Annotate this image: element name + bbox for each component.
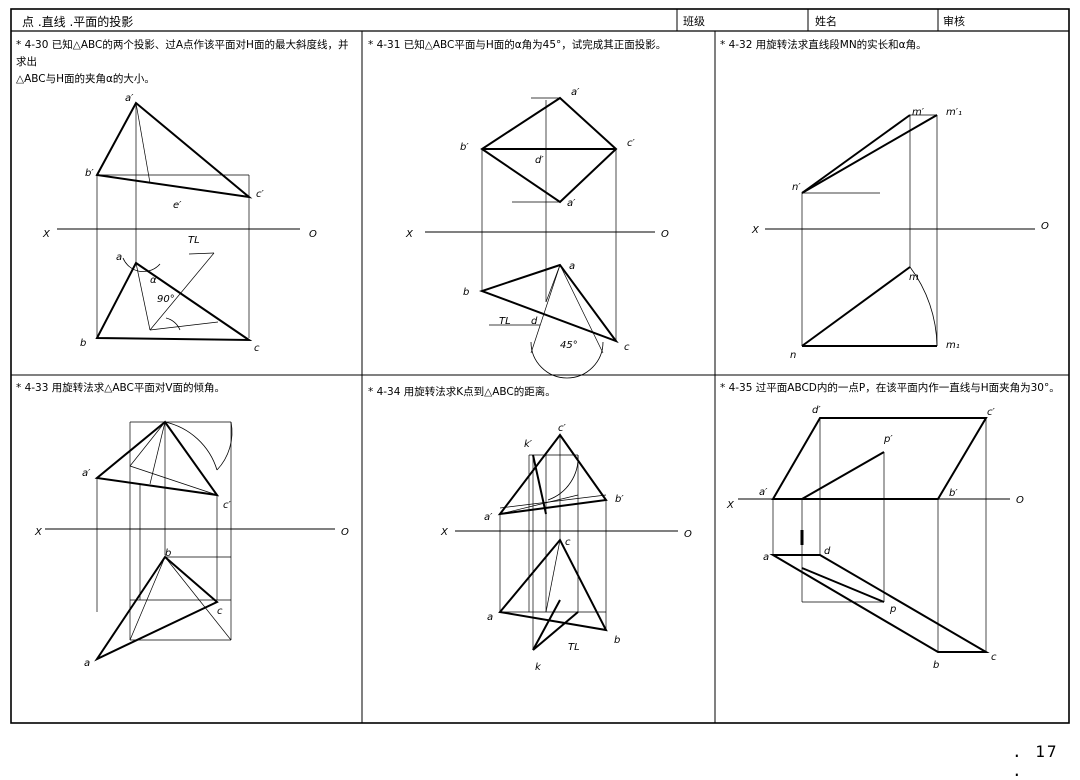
label-a-prime: a′	[571, 87, 580, 98]
label-b: b	[463, 287, 469, 298]
label-x-axis: X	[34, 527, 43, 538]
label-p: p	[889, 604, 896, 615]
label-o-axis: O	[341, 527, 349, 538]
label-n-prime: n′	[792, 182, 801, 193]
label-c-prime: c′	[256, 189, 264, 200]
label-a-prime: a′	[125, 93, 134, 104]
label-b-prime: b′	[615, 494, 624, 505]
label-c-prime: c′	[627, 138, 635, 149]
caption-4-30-line2: △ABC与H面的夹角α的大小。	[16, 73, 155, 85]
label-p-prime: p′	[883, 434, 893, 445]
drawing-4-31	[425, 96, 655, 379]
label-n: n	[790, 350, 796, 361]
drawing-4-35	[738, 417, 1010, 653]
caption-4-30: * 4-30 已知△ABC的两个投影、过A点作该平面对H面的最大斜度线，并求出 …	[16, 37, 356, 88]
label-90-degrees: 90°	[157, 294, 175, 305]
caption-4-35: * 4-35 过平面ABCD内的一点P，在该平面内作一直线与H面夹角为30°。	[720, 382, 1060, 394]
label-b: b	[614, 635, 620, 646]
label-b-prime: b′	[85, 168, 94, 179]
label-e-prime: e′	[173, 200, 182, 211]
caption-4-34: * 4-34 用旋转法求K点到△ABC的距离。	[368, 386, 556, 398]
review-label: 审核	[943, 15, 965, 28]
caption-4-30-line1: * 4-30 已知△ABC的两个投影、过A点作该平面对H面的最大斜度线，并求出	[16, 39, 349, 68]
label-tl: TL	[188, 235, 200, 246]
label-d-prime: d′	[535, 155, 544, 166]
page-number: . 17 .	[1012, 742, 1059, 780]
label-c-prime: c′	[558, 423, 566, 434]
label-o-axis: O	[661, 229, 669, 240]
label-m1-prime: m′₁	[946, 107, 962, 118]
label-a: a	[487, 612, 493, 623]
drawing-4-33	[45, 420, 335, 662]
label-c: c	[254, 343, 260, 354]
label-a: a	[84, 658, 90, 669]
label-k: k	[535, 662, 542, 673]
label-d-prime: d′	[812, 405, 821, 416]
label-b: b	[80, 338, 86, 349]
caption-4-33: * 4-33 用旋转法求△ABC平面对V面的倾角。	[16, 382, 226, 394]
label-o-axis: O	[684, 529, 692, 540]
label-m: m	[909, 272, 919, 283]
sheet-title: 点 .直线 .平面的投影	[22, 15, 134, 29]
label-c: c	[991, 652, 997, 663]
label-x-axis: X	[440, 527, 449, 538]
label-alpha: α	[150, 275, 157, 286]
label-k-prime: k′	[524, 439, 533, 450]
label-a-prime: a′	[759, 487, 768, 498]
label-x-axis: X	[405, 229, 414, 240]
label-b-prime: b′	[460, 142, 469, 153]
name-label: 姓名	[815, 15, 837, 28]
label-m-prime: m′	[912, 107, 925, 118]
label-o-axis: O	[309, 229, 317, 240]
label-a-prime: a′	[82, 468, 91, 479]
label-b-prime: b′	[949, 488, 958, 499]
label-c-prime: c′	[987, 407, 995, 418]
label-a: a	[569, 261, 575, 272]
label-d: d	[531, 316, 538, 327]
label-a-prime-2: a′	[567, 198, 576, 209]
label-a: a	[763, 552, 769, 563]
label-c-prime: c′	[223, 500, 231, 511]
label-d: d	[824, 546, 831, 557]
drawing-4-30	[57, 101, 300, 342]
label-tl: TL	[568, 642, 580, 653]
caption-4-31: * 4-31 已知△ABC平面与H面的α角为45°，试完成其正面投影。	[368, 39, 667, 51]
label-c: c	[217, 606, 223, 617]
label-o-axis: O	[1041, 221, 1049, 232]
sheet-frame	[10, 8, 1070, 724]
caption-4-32: * 4-32 用旋转法求直线段MN的实长和α角。	[720, 39, 927, 51]
label-tl: TL	[499, 316, 511, 327]
label-m1: m₁	[946, 340, 960, 351]
label-b: b	[165, 548, 171, 559]
label-c: c	[565, 537, 571, 548]
label-x-axis: X	[42, 229, 51, 240]
drawing-4-34	[455, 433, 678, 651]
label-x-axis: X	[726, 500, 735, 511]
class-label: 班级	[683, 15, 705, 28]
label-a-prime: a′	[484, 512, 493, 523]
label-x-axis: X	[751, 225, 760, 236]
label-c: c	[624, 342, 630, 353]
label-o-axis: O	[1016, 495, 1024, 506]
drawing-4-32	[765, 114, 1035, 347]
label-45-degrees: 45°	[560, 340, 578, 351]
label-b: b	[933, 660, 939, 671]
label-a: a	[116, 252, 122, 263]
